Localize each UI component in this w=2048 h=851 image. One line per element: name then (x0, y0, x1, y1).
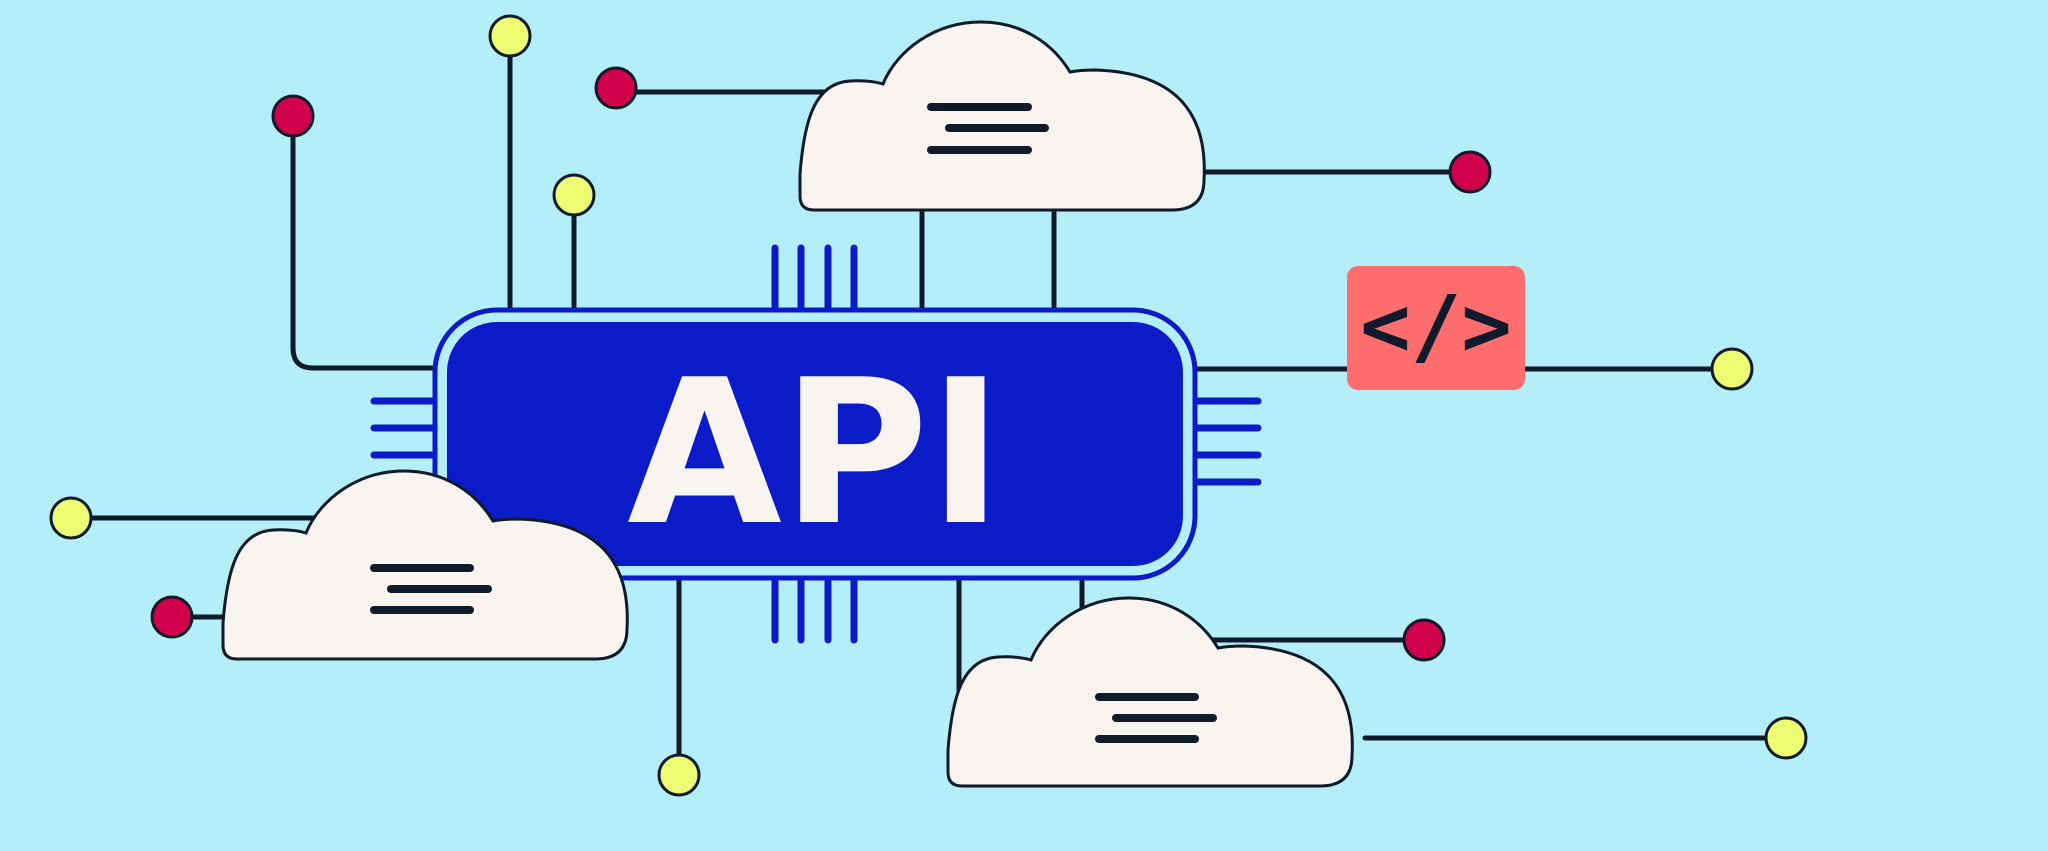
connection-node-icon (1448, 150, 1492, 194)
cloud-server-icon (798, 20, 1206, 212)
connection-node-icon (271, 94, 315, 138)
connection-node-icon (150, 595, 194, 639)
connector-line (290, 113, 443, 371)
cloud-server-icon (221, 469, 629, 661)
connection-node-icon (1764, 716, 1808, 760)
connection-node-icon (594, 66, 638, 110)
connection-node-icon (657, 753, 701, 797)
connection-node-icon (488, 14, 532, 58)
chip-pins (370, 244, 1262, 644)
connection-node-icon (1402, 618, 1446, 662)
connection-nodes (49, 14, 1808, 797)
connection-node-icon (49, 496, 93, 540)
connection-node-icon (552, 173, 596, 217)
cloud-server-icon (946, 596, 1354, 788)
api-chip-icon: API (432, 307, 1198, 581)
code-badge-label: </> (1360, 277, 1512, 375)
code-brackets-icon: </> (1347, 266, 1525, 390)
connection-node-icon (1710, 347, 1754, 391)
api-label: API (627, 337, 1003, 570)
